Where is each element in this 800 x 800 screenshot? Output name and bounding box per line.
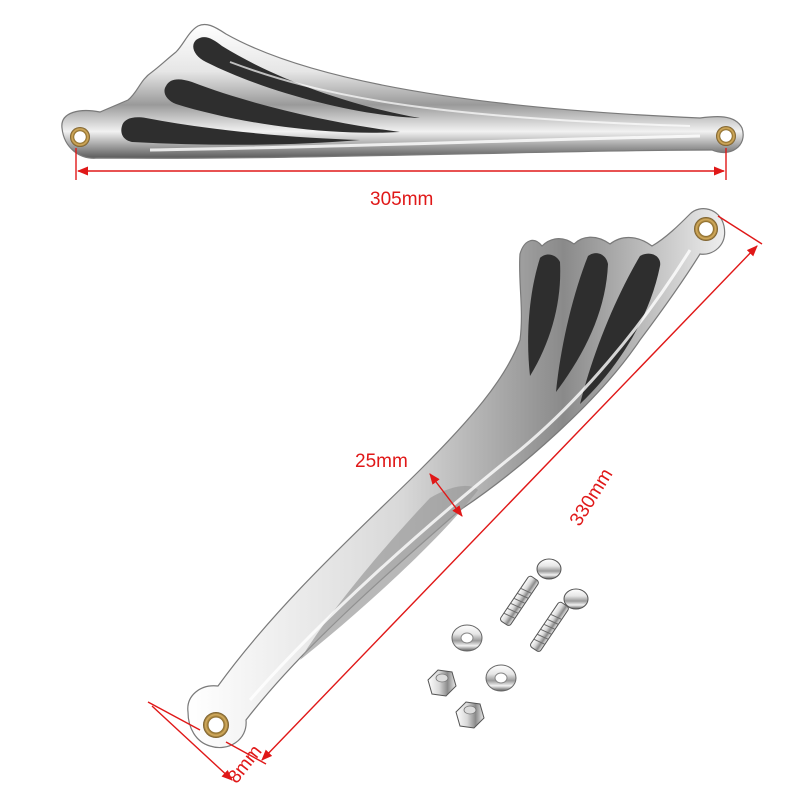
- bolt-2: [530, 588, 589, 652]
- dimension-305: [75, 148, 727, 180]
- dimension-label-305: 305mm: [370, 189, 434, 210]
- top-linkage: [61, 23, 744, 159]
- diagonal-linkage: [187, 208, 726, 749]
- diag-top-bushing: [694, 217, 718, 241]
- top-left-bushing: [70, 127, 90, 147]
- top-slot-2: [164, 79, 400, 133]
- top-right-bushing: [716, 126, 736, 146]
- washer-2: [485, 664, 517, 692]
- washer-1: [451, 624, 483, 652]
- dimension-330: [225, 215, 763, 765]
- diag-bottom-bushing: [203, 712, 229, 738]
- top-slot-3: [121, 117, 360, 145]
- hardware-set: [427, 558, 589, 729]
- nut-2: [455, 701, 485, 729]
- bolt-1: [500, 558, 562, 626]
- dimension-8: [147, 701, 233, 781]
- dimension-25: [429, 473, 463, 517]
- top-slot-1: [193, 37, 420, 118]
- dimension-label-25: 25mm: [355, 451, 408, 472]
- nut-1: [427, 669, 457, 697]
